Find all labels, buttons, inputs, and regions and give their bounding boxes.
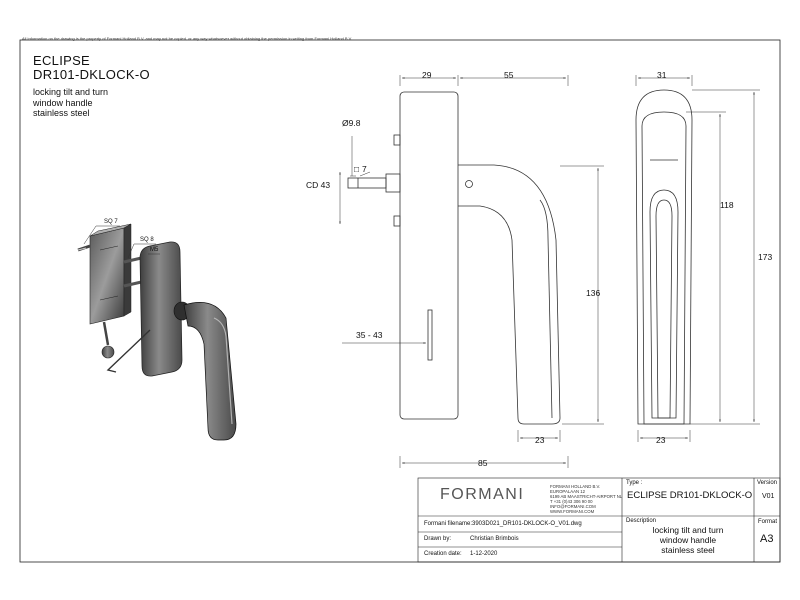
type-label: Type :: [626, 480, 643, 486]
description-line: window handle: [659, 535, 717, 545]
description-label: Description: [626, 518, 657, 524]
filename-label: Formani filename:: [424, 521, 473, 527]
dim-136: 136: [586, 288, 601, 298]
description-line: locking tilt and turn: [652, 525, 724, 535]
creation-date-value: 1-12-2020: [470, 551, 498, 557]
filename-value: 3903D021_DR101-DKLOCK-O_V01.dwg: [472, 521, 582, 527]
dim-29: 29: [422, 70, 432, 80]
brand-logo: FORMANI: [440, 486, 525, 503]
dim-31: 31: [657, 70, 667, 80]
label-m5: M5: [150, 247, 159, 253]
label-sq8: SQ 8: [140, 237, 154, 243]
address-line: FORMANI HOLLAND B.V.: [550, 484, 601, 489]
dim-118: 118: [720, 200, 734, 210]
type-value: ECLIPSE DR101-DKLOCK-O: [627, 490, 753, 501]
product-model: DR101-DKLOCK-O: [33, 67, 150, 82]
product-description-line: window handle: [33, 97, 93, 108]
dim-cd43: CD 43: [306, 180, 331, 190]
dim-square-7: 7: [362, 164, 367, 174]
sheet-border: [19, 39, 781, 563]
description-line: stainless steel: [661, 545, 715, 555]
address-line: EUROPALAAN 12: [550, 489, 586, 494]
dim-diameter: Ø9.8: [342, 118, 361, 128]
product-description-line: locking tilt and turn: [33, 87, 109, 97]
address-line: WWW.FORMANI.COM: [550, 509, 595, 514]
dim-35-43: 35 - 43: [356, 330, 383, 340]
drawn-by-label: Drawn by:: [424, 536, 452, 542]
label-sq7: SQ 7: [104, 219, 118, 225]
format-label: Format: [758, 519, 778, 525]
front-view: [635, 89, 693, 425]
address-line: T +31 (0)43 306 90 00: [550, 499, 593, 504]
product-description-line: stainless steel: [33, 108, 90, 118]
format-value: A3: [760, 533, 774, 545]
creation-date-label: Creation date:: [424, 551, 462, 557]
copyright-notice: All information on the drawing is the pr…: [22, 36, 353, 41]
version-label: Version: [757, 480, 778, 486]
dimension-lines: [339, 75, 760, 468]
isometric-view: [77, 223, 237, 441]
dim-173: 173: [758, 252, 773, 262]
dim-23-front: 23: [656, 435, 666, 445]
address-line: 6199 AB MAASTRICHT-AIRPORT NL: [550, 494, 623, 499]
drawn-by-value: Christian Brimbois: [470, 536, 519, 542]
title-block-frame: [417, 477, 781, 563]
dim-square-symbol: □: [354, 164, 360, 174]
version-value: V01: [762, 493, 775, 500]
product-series: ECLIPSE: [33, 53, 91, 68]
side-view: [347, 91, 561, 425]
dim-85: 85: [478, 458, 488, 468]
dim-23-side: 23: [535, 435, 545, 445]
address-line: INFO@FORMANI.COM: [550, 504, 596, 509]
dim-55: 55: [504, 70, 514, 80]
